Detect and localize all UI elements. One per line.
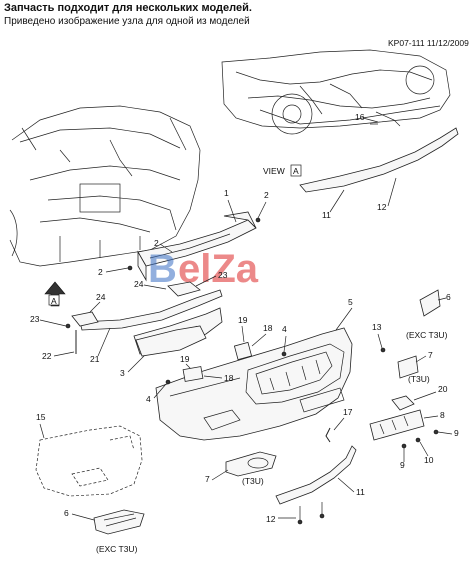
tow-cover-lower xyxy=(182,366,204,382)
view-a-underbody xyxy=(221,49,459,193)
callout-23b: 23 xyxy=(30,314,40,324)
callout-12-top: 12 xyxy=(377,202,387,212)
callout-4a: 4 xyxy=(282,324,287,334)
note-t3u-right: (T3U) xyxy=(408,374,430,384)
callout-21: 21 xyxy=(90,354,100,364)
header-title: Запчасть подходит для нескольких моделей… xyxy=(4,2,252,14)
lower-lip-spoiler xyxy=(275,445,357,505)
fog-bezel-exc-t3u xyxy=(93,509,145,535)
callout-9-right: 9 xyxy=(454,428,459,438)
ref-code: KP07-111 11/12/2009 xyxy=(388,38,469,48)
arrow-a-icon xyxy=(44,281,66,307)
callout-9-lower: 9 xyxy=(400,460,405,470)
callout-16: 16 xyxy=(355,112,365,122)
callout-19a: 19 xyxy=(180,354,190,364)
bumper-cover xyxy=(155,327,353,441)
callout-17: 17 xyxy=(343,407,353,417)
callout-13: 13 xyxy=(372,322,382,332)
callout-6b: 6 xyxy=(64,508,69,518)
callout-5: 5 xyxy=(348,297,353,307)
view-label: VIEW xyxy=(263,166,285,176)
note-t3u-lower: (T3U) xyxy=(242,476,264,486)
tow-cover-upper xyxy=(233,341,253,361)
bracket-right xyxy=(167,281,201,297)
header-subtitle: Приведено изображение узла для одной из … xyxy=(4,16,250,27)
callout-19b: 19 xyxy=(238,315,248,325)
callout-2a: 2 xyxy=(264,190,269,200)
upper-grille xyxy=(135,325,207,357)
callout-22: 22 xyxy=(42,351,52,361)
callout-23a: 23 xyxy=(218,270,228,280)
license-plate-bracket xyxy=(369,409,425,441)
callout-11-lower: 11 xyxy=(356,487,365,497)
bumper-reinforcement xyxy=(137,211,257,282)
view-letter: A xyxy=(293,166,299,176)
callout-7b: 7 xyxy=(205,474,210,484)
callout-24b: 24 xyxy=(96,292,106,302)
callout-24a: 24 xyxy=(134,279,144,289)
callout-2c: 2 xyxy=(98,267,103,277)
engine-bay xyxy=(9,105,201,267)
callout-2b: 2 xyxy=(154,238,159,248)
callout-11-top: 11 xyxy=(322,210,331,220)
side-trim xyxy=(397,355,419,379)
view-letter-box xyxy=(290,164,302,177)
note-exc-t3u-right: (EXC T3U) xyxy=(406,330,448,340)
lower-strip xyxy=(79,289,223,331)
callout-15: 15 xyxy=(36,412,46,422)
arrow-letter: A xyxy=(51,296,57,306)
callout-3: 3 xyxy=(120,368,125,378)
svg-text:B: B xyxy=(148,247,177,291)
callout-7a: 7 xyxy=(428,350,433,360)
side-bracket xyxy=(419,289,441,317)
callout-1: 1 xyxy=(224,188,229,198)
fog-bezel-t3u xyxy=(225,451,277,477)
callout-8: 8 xyxy=(440,410,445,420)
callout-18a: 18 xyxy=(263,323,273,333)
callout-18b: 18 xyxy=(224,373,234,383)
callout-6a: 6 xyxy=(446,292,451,302)
bracket-left xyxy=(71,311,99,327)
callout-12-lower: 12 xyxy=(266,514,276,524)
callout-20: 20 xyxy=(438,384,448,394)
emblem xyxy=(391,395,415,411)
bumper-cover-variant xyxy=(35,425,143,497)
callout-4b: 4 xyxy=(146,394,151,404)
note-exc-t3u-lower: (EXC T3U) xyxy=(96,544,138,554)
watermark-logo: B elZa xyxy=(148,247,259,291)
callout-10: 10 xyxy=(424,455,434,465)
